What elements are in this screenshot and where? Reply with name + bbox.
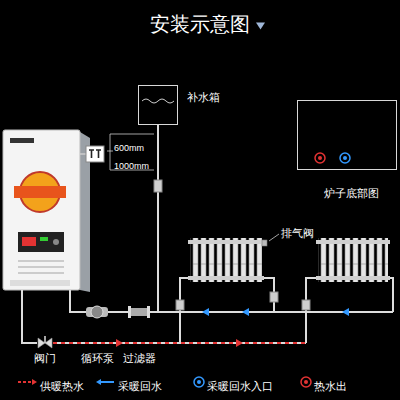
legend-sample [96,379,101,385]
flow-arrow [236,339,243,347]
dimension-label: 1000mm [114,161,149,171]
filter-cap [147,306,150,318]
legend-sample [197,380,201,384]
supply-pipe [22,290,37,343]
filter-symbol [128,305,150,319]
legend-sample [194,377,204,387]
boiler [3,130,90,292]
display-led [40,237,48,241]
radiator-valve [270,292,278,302]
node-label: 阀门 [34,352,56,365]
boiler-display [18,232,64,252]
radiator-valve [176,300,184,310]
air-vent [262,240,267,246]
flow-arrow [116,339,123,347]
title-holder: 安装示意图 [0,13,400,36]
pipe-connector [108,311,128,313]
legend-text: 采暖回水入口 [207,380,273,393]
part-label: 排气阀 [281,227,314,240]
filter: 过滤器 [128,305,150,319]
make-up-pipe [157,125,159,312]
water-tank: 补水箱 [138,85,178,125]
node-label: 炉子底部图 [324,187,379,200]
label-holder: 1000mm [114,155,149,173]
pump-rotor [91,306,103,318]
water-level [142,99,174,103]
gauge-pipe [80,153,86,155]
furnace-bottom-view: 炉子底部图 [297,100,397,170]
furnace-ports [315,153,350,163]
radiator [316,238,390,282]
legend-sample [101,381,114,383]
diagram-title: 安装示意图 [150,13,250,36]
node-label: 过滤器 [123,352,156,365]
badge-ribbon [14,186,66,198]
pump-body [86,307,108,317]
circulation-pump-symbol [86,304,108,320]
legend-item: 采暖回水 [118,376,162,394]
tank-valve [154,180,162,192]
flow-arrow [202,308,209,316]
legend-item: 供暖热水 [40,376,84,394]
valve-stem [44,336,46,343]
legend-text: 供暖热水 [40,380,84,393]
radiator-header [316,276,390,280]
radiator-valve [302,300,310,310]
legend-text: 热水出 [314,380,347,393]
boiler-logo [10,138,34,143]
dimension-label: 600mm [114,143,144,153]
pressure-gauge [80,146,104,162]
legend-item: 采暖回水入口 [207,376,273,394]
boiler-front [3,130,80,290]
boiler-vent [18,272,64,274]
hot-water-outlet [315,153,325,163]
circulation-pump: 循环泵 [86,304,108,320]
radiator-header [316,240,390,244]
return-pipe [150,311,393,313]
radiator [188,234,279,282]
dimension-tick [107,151,113,152]
legend-text: 采暖回水 [118,380,162,393]
valve: 阀门 [37,336,53,350]
radiator-return [388,278,393,312]
radiator-body [190,238,262,282]
return-inlet [340,153,350,163]
return-pipe [70,290,86,312]
gauge-symbol [89,150,101,158]
legend-item: 热水出 [314,376,347,394]
boiler-vent [18,260,64,262]
legend-sample [18,381,32,383]
display-digits [22,237,36,246]
legend-sample [32,379,37,385]
leader-line [269,234,279,241]
radiator-header [188,240,264,244]
flow-arrow [342,308,349,316]
legend-sample [301,377,311,387]
node-label: 循环泵 [81,352,114,365]
dimension-line [110,134,154,135]
radiator-header [188,276,264,280]
radiator-body [318,238,388,282]
display-knob [53,239,59,245]
filter-cap [128,306,131,318]
flow-arrow [242,308,249,316]
boiler-vent [18,266,64,268]
label-holder: 600mm [114,137,144,155]
hot-water-outlet [318,156,322,160]
filter-body [130,308,148,316]
legend-sample [304,380,308,384]
return-inlet [343,156,347,160]
gauge-box [86,146,104,162]
boiler-base [10,280,70,286]
title-triangle [256,23,265,30]
dimension-line [110,134,111,170]
pipes [22,125,393,347]
label-holder: 排气阀 [281,223,314,241]
node-label: 补水箱 [187,91,220,104]
valve-symbol [37,336,53,350]
